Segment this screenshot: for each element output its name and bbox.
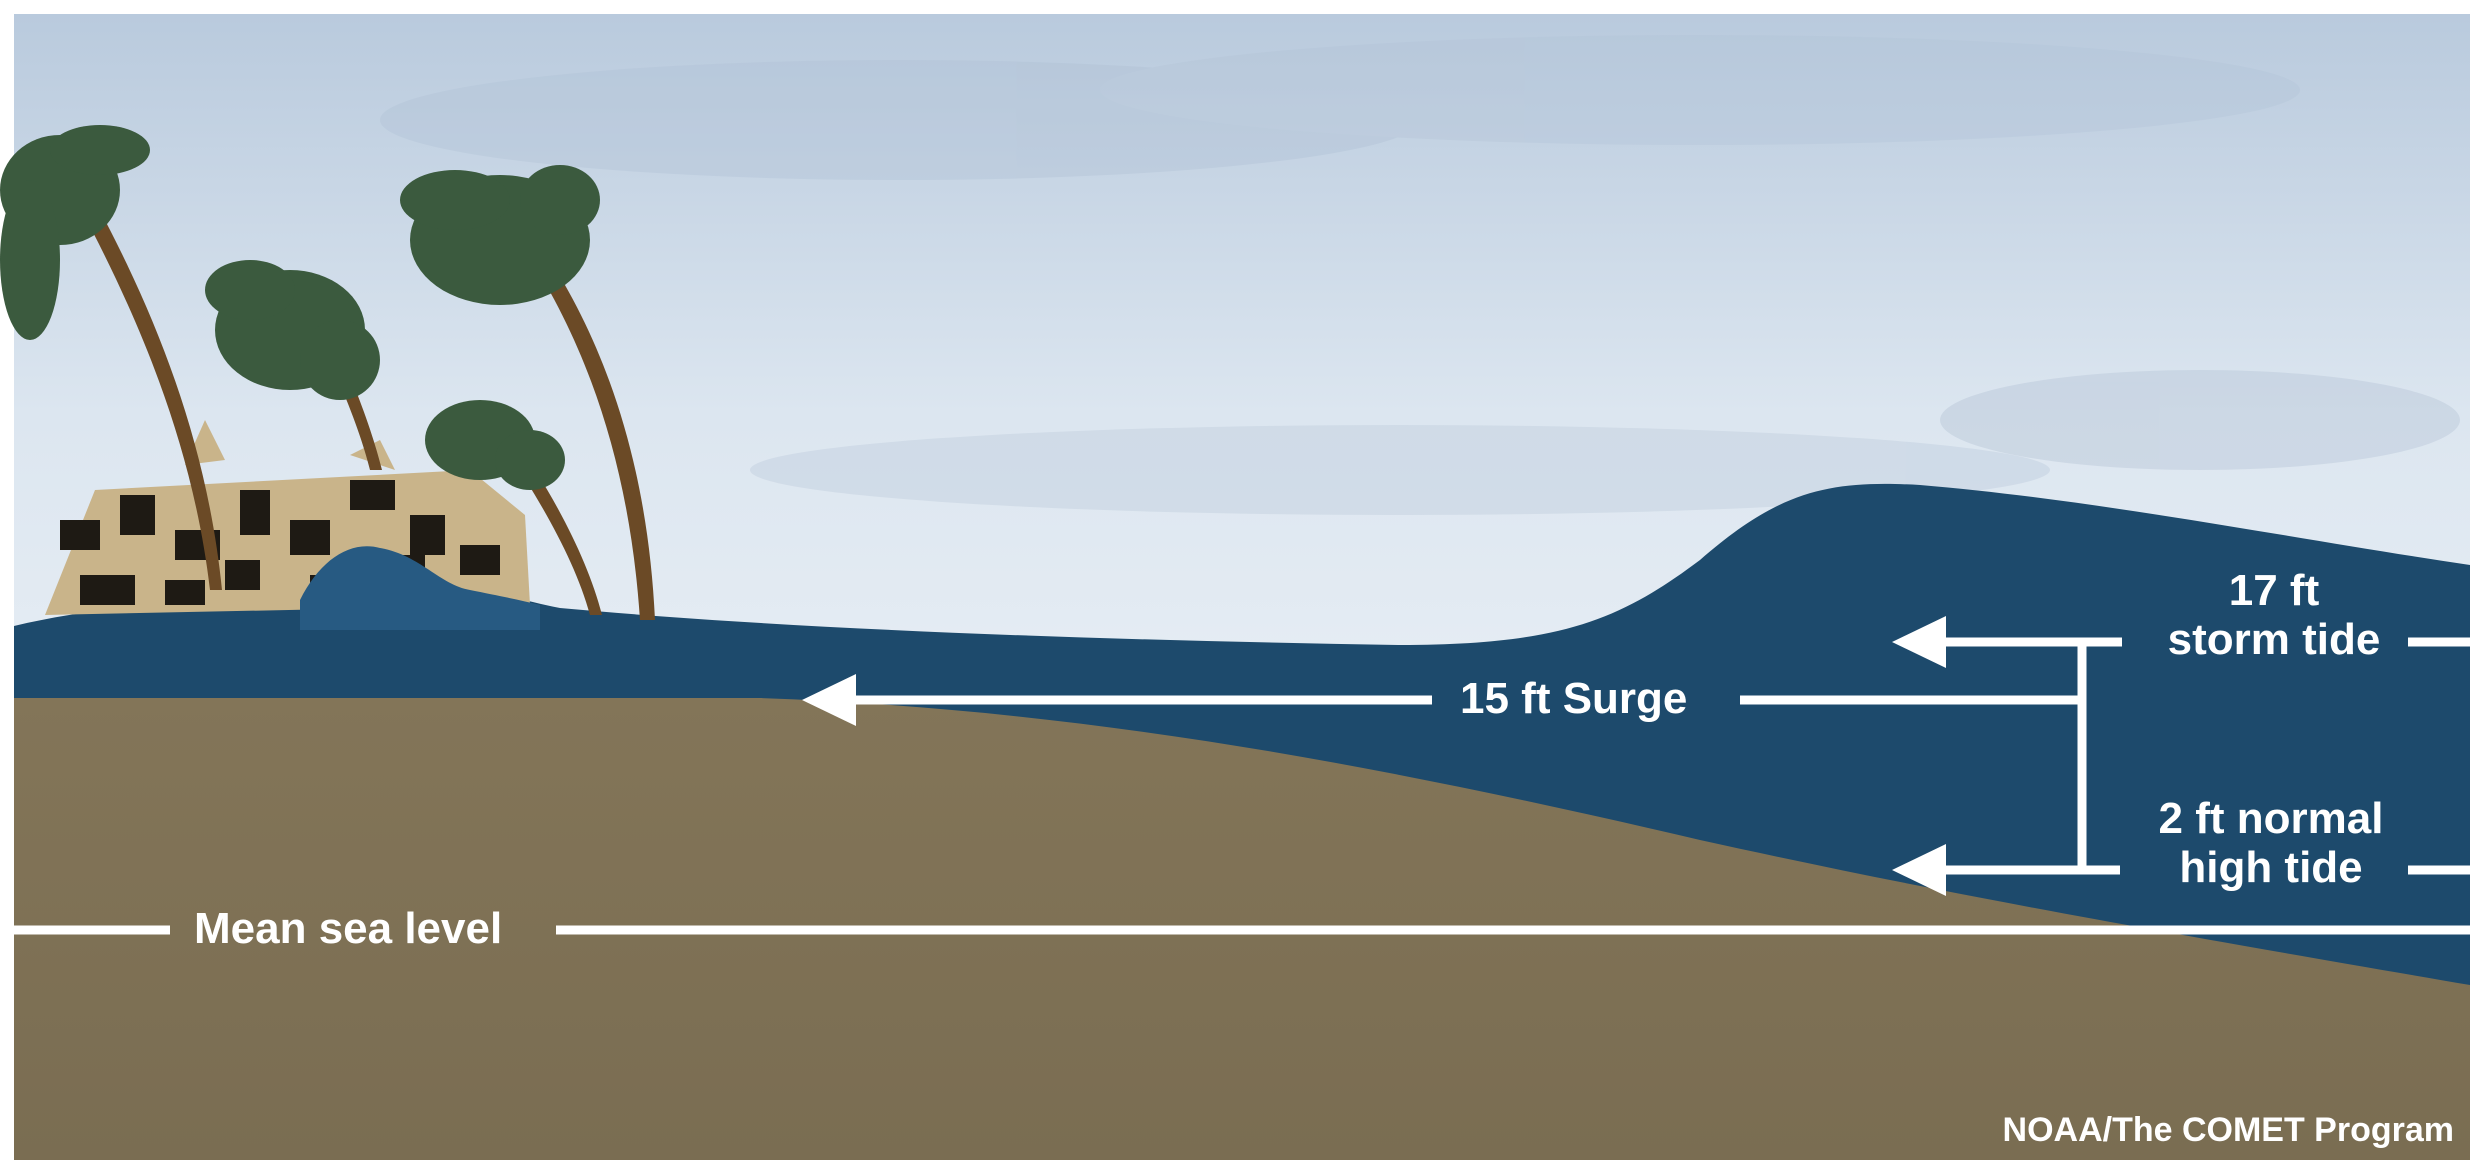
normal-tide-label: 2 ft normal high tide — [2118, 794, 2424, 893]
normal-tide-text: high tide — [2179, 843, 2363, 893]
storm-tide-label: 17 ft storm tide — [2140, 566, 2408, 665]
credit-text: NOAA/The COMET Program — [2002, 1111, 2454, 1149]
palm-tree-icon — [0, 125, 655, 620]
storm-tide-text: storm tide — [2167, 615, 2381, 665]
clouds — [380, 35, 2460, 515]
normal-tide-arrowhead — [1892, 844, 1946, 896]
storm-tide-value: 17 ft — [2228, 566, 2320, 615]
storm-tide-arrowhead — [1892, 616, 1946, 668]
mean-sea-level-label: Mean sea level — [194, 904, 503, 953]
surge-arrowhead — [802, 674, 856, 726]
wave-splash — [300, 546, 540, 630]
normal-tide-value: 2 ft normal — [2158, 794, 2384, 843]
arrow-left-icon — [802, 616, 1946, 896]
measurement-lines — [14, 637, 2470, 935]
surge-label: 15 ft Surge — [1460, 674, 1688, 723]
